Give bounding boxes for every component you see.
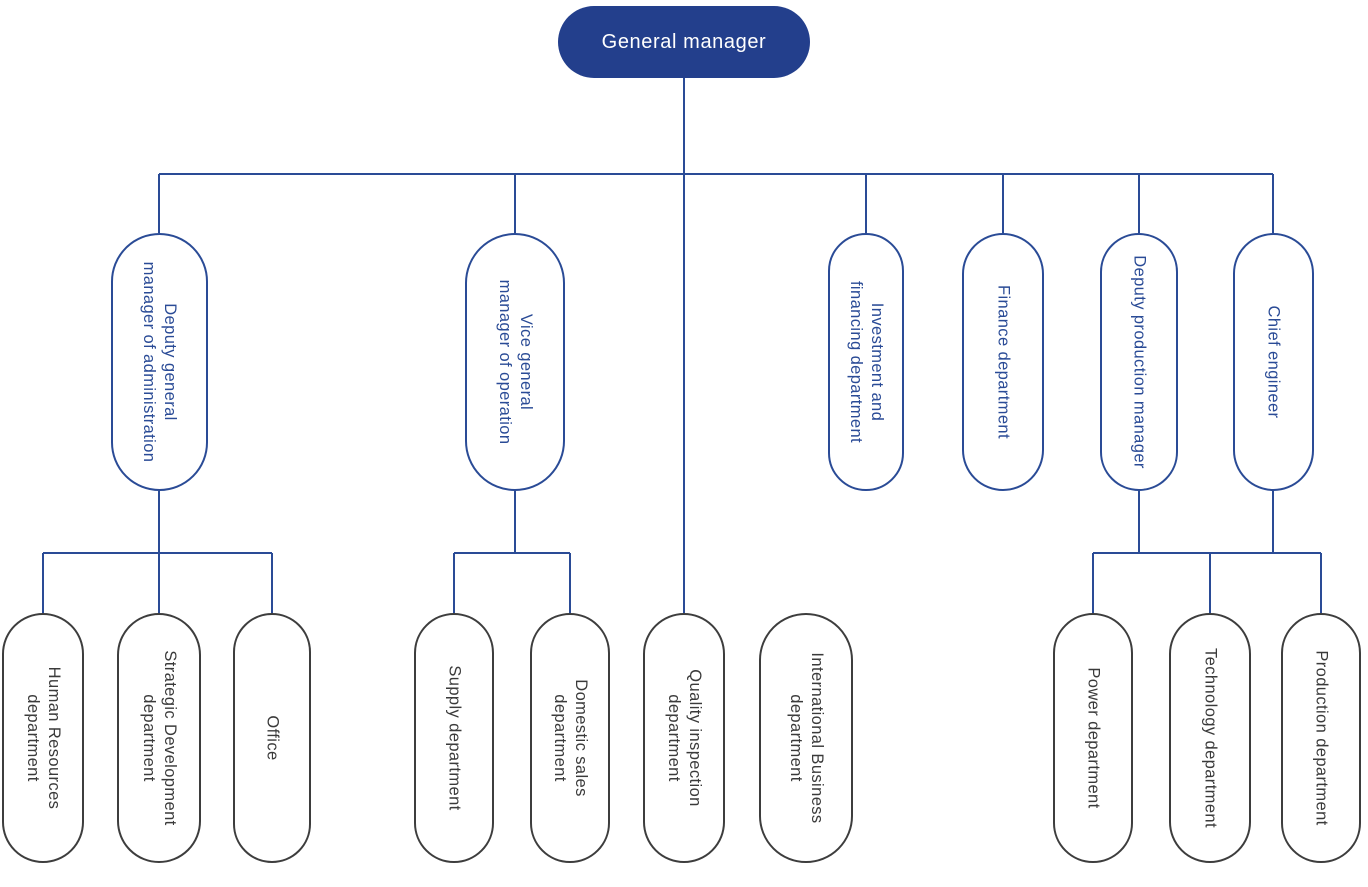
node-international-business-department[interactable]: International Business department <box>759 613 853 863</box>
node-label: Human Resources department <box>24 666 63 810</box>
node-deputy-general-manager-of-administration[interactable]: Deputy general manager of administration <box>110 233 208 491</box>
node-finance-department[interactable]: Finance department <box>962 233 1044 491</box>
node-power-department[interactable]: Power department <box>1053 613 1133 863</box>
node-label: Chief engineer <box>1264 305 1283 419</box>
node-quality-inspection-department[interactable]: Quality inspection department <box>643 613 725 863</box>
node-label: Deputy general manager of administration <box>140 261 179 463</box>
node-label: Investment and financing department <box>847 280 886 444</box>
node-vice-general-manager-of-operation[interactable]: Vice general manager of operation <box>465 233 565 491</box>
node-label: Vice general manager of operation <box>496 279 535 445</box>
node-label: Finance department <box>994 285 1013 439</box>
node-label: Office <box>263 715 282 761</box>
node-label: Quality inspection department <box>665 669 704 807</box>
node-chief-engineer[interactable]: Chief engineer <box>1232 233 1314 491</box>
node-investment-and-financing-department[interactable]: Investment and financing department <box>828 233 904 491</box>
node-label: General manager <box>601 30 767 53</box>
node-label: Deputy production manager <box>1130 255 1149 469</box>
node-human-resources-department[interactable]: Human Resources department <box>2 613 84 863</box>
node-production-department[interactable]: Production department <box>1281 613 1361 863</box>
node-label: Technology department <box>1201 648 1220 828</box>
node-general-manager[interactable]: General manager <box>558 6 810 78</box>
node-label: Supply department <box>445 665 464 811</box>
node-label: Domestic sales department <box>551 679 590 797</box>
node-label: Production department <box>1312 650 1331 826</box>
node-strategic-development-department[interactable]: Strategic Development department <box>117 613 201 863</box>
node-label: Power department <box>1084 667 1103 809</box>
node-label: Strategic Development department <box>140 650 179 826</box>
node-deputy-production-manager[interactable]: Deputy production manager <box>1100 233 1178 491</box>
node-domestic-sales-department[interactable]: Domestic sales department <box>530 613 610 863</box>
node-office[interactable]: Office <box>233 613 311 863</box>
node-supply-department[interactable]: Supply department <box>414 613 494 863</box>
node-label: International Business department <box>787 652 826 824</box>
node-technology-department[interactable]: Technology department <box>1169 613 1251 863</box>
